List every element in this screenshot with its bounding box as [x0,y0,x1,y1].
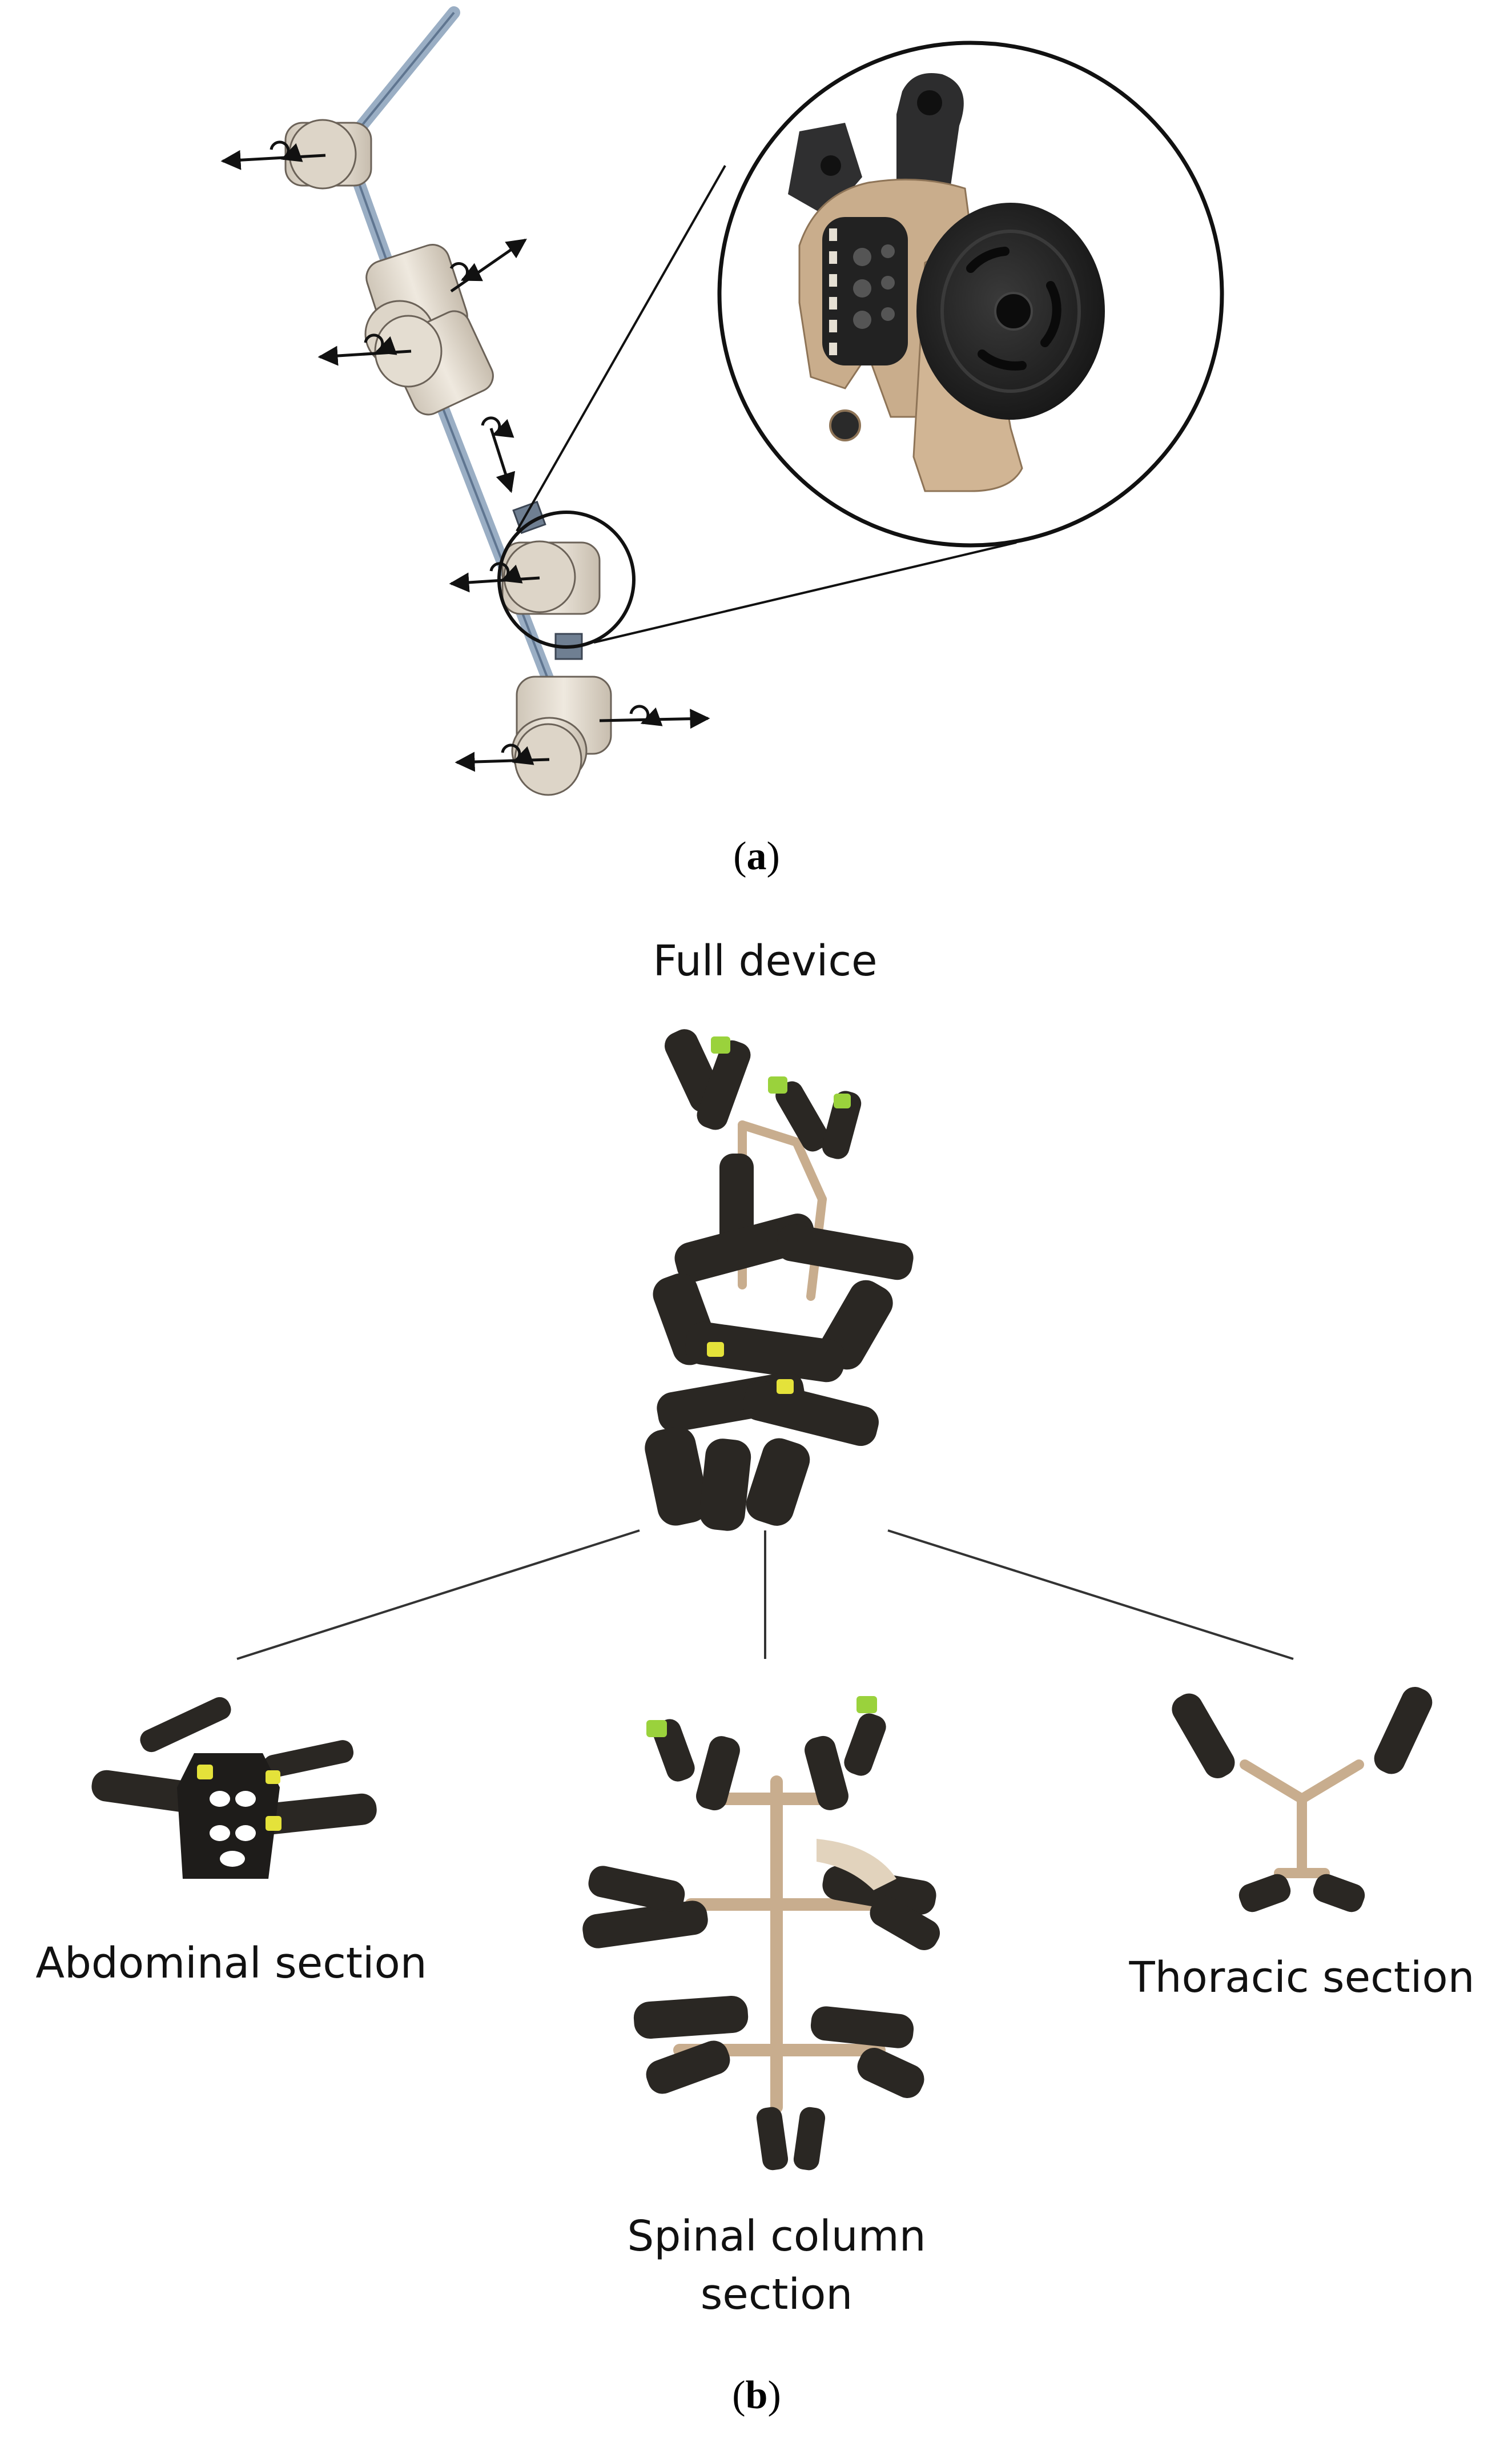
panel-a-caption-letter: a [746,834,767,878]
panel-b-caption-open: ( [732,2373,746,2417]
spinal-column-section-photo [582,1696,940,2171]
panel-a-caption-close: ) [766,834,780,878]
panel-b-caption-letter: b [745,2373,768,2417]
panel-b-caption: (b) [662,2373,851,2418]
panel-b-caption-close: ) [767,2373,781,2417]
kinematic-chain-diagram [220,6,1224,796]
spinal-column-label: Spinal column section [565,2207,988,2324]
full-device-photo [645,1029,914,1531]
thoracic-section-label: Thoracic section [1129,1953,1475,2002]
abdominal-section-photo [91,1697,377,1879]
abdominal-section-label: Abdominal section [35,1939,427,1988]
panel-a-caption-open: ( [733,834,747,878]
spinal-column-label-line2: section [700,2270,853,2319]
full-device-label: Full device [653,937,878,986]
rotation-axes [220,140,710,772]
joint-3 [501,540,601,615]
panel-a-caption: (a) [662,834,851,879]
tree-connectors [236,1529,1294,1660]
joint-2 [364,244,494,416]
spinal-column-label-line1: Spinal column [627,2212,926,2261]
joint-1 [284,119,372,190]
zoomed-joint-photo [788,73,1105,492]
joint-4 [511,676,612,796]
thoracic-section-photo [1172,1686,1433,1912]
